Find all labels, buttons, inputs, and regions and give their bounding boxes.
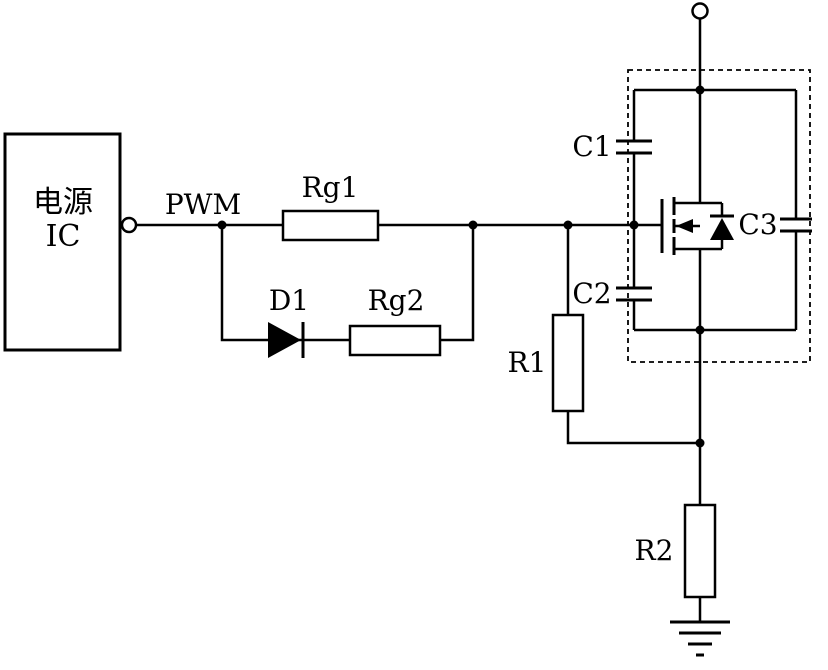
resistor-r2: R2 xyxy=(635,503,717,599)
diode-d1: D1 xyxy=(268,284,309,358)
resistor-rg2-label: Rg2 xyxy=(368,284,425,317)
capacitor-c1: C1 xyxy=(572,130,652,163)
wire-diode-branch xyxy=(220,225,475,342)
capacitor-c3: C3 xyxy=(738,208,812,241)
resistor-r2-label: R2 xyxy=(635,534,674,567)
resistor-rg1-body xyxy=(281,209,380,242)
pwm-output-terminal xyxy=(120,216,138,234)
wire-r1-branch xyxy=(566,225,700,445)
mosfet-parasitic-dashed-box xyxy=(627,69,811,363)
power-ic-label-line1: 电源 xyxy=(33,185,93,220)
junction-dot-drain-rail xyxy=(695,85,705,95)
resistor-rg1: Rg1 xyxy=(281,171,380,242)
diode-d1-label: D1 xyxy=(269,284,309,317)
power-ic-label-line2: IC xyxy=(46,219,81,254)
power-ic-box xyxy=(3,132,122,352)
junction-dots xyxy=(217,85,705,448)
junction-dot-pwm xyxy=(217,220,227,230)
capacitor-c3-label: C3 xyxy=(738,208,777,241)
resistor-rg2: Rg2 xyxy=(348,284,442,357)
ground-icon xyxy=(670,620,730,657)
mosfet-symbol xyxy=(660,197,734,255)
junction-dot-source-r1 xyxy=(695,438,705,448)
resistor-rg1-label: Rg1 xyxy=(302,171,359,204)
resistor-r1: R1 xyxy=(508,313,585,413)
junction-dot-source-rail xyxy=(695,325,705,335)
body-diode-triangle-icon xyxy=(710,218,734,240)
capacitor-c2: C2 xyxy=(572,277,652,310)
power-ic: 电源 IC xyxy=(3,132,138,352)
pwm-label: PWM xyxy=(165,188,241,221)
resistor-rg2-body xyxy=(348,324,442,357)
resistor-r2-body xyxy=(683,503,717,599)
wires xyxy=(136,19,798,622)
resistor-r1-body xyxy=(551,313,585,413)
resistor-r1-label: R1 xyxy=(508,346,547,379)
drain-supply-terminal xyxy=(691,2,709,20)
junction-dot-r1 xyxy=(563,220,573,230)
mosfet-body-arrow-icon xyxy=(676,219,693,233)
capacitor-c2-label: C2 xyxy=(572,277,611,310)
diode-d1-triangle-icon xyxy=(268,322,301,358)
capacitor-c1-label: C1 xyxy=(572,130,611,163)
junction-dot-rg2-return xyxy=(468,220,478,230)
junction-dot-gate-caps xyxy=(629,220,639,230)
